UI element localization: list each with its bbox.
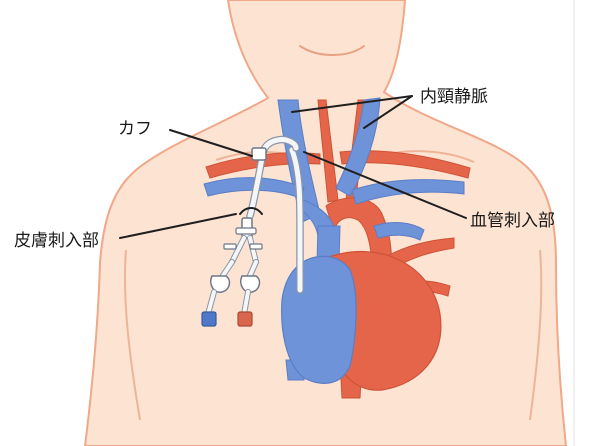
- cap-blue-icon: [201, 311, 217, 327]
- heart-right-side: [281, 255, 357, 384]
- label-cuff: カフ: [118, 119, 152, 139]
- labels: 内頸静脈 カフ 皮膚刺入部 血管刺入部: [14, 87, 555, 251]
- catheter-external: [201, 147, 267, 327]
- right-branch-vein: [373, 222, 425, 241]
- cap-red-icon: [237, 311, 253, 327]
- label-vessel-entry: 血管刺入部: [470, 211, 555, 231]
- label-skin-entry: 皮膚刺入部: [14, 231, 99, 251]
- leader-lines: [119, 95, 467, 239]
- skin-entry-mark-icon: [239, 207, 263, 215]
- lumen-2: [248, 236, 258, 264]
- left-arm-line: [123, 249, 141, 421]
- connector-right-icon: [240, 275, 261, 293]
- clamp-right-icon: [249, 243, 263, 250]
- external-tube: [247, 155, 265, 219]
- clamp-top-icon: [235, 227, 257, 235]
- right-arm-line: [529, 249, 543, 421]
- right-subclavian-vein: [351, 179, 465, 205]
- lumen-1: [230, 236, 246, 264]
- right-internal-jugular-vein: [335, 97, 381, 197]
- leader-jugular-left: [291, 95, 413, 113]
- right-subclavian-artery: [339, 150, 471, 179]
- heart: [281, 250, 442, 391]
- catheter-tube: [289, 147, 303, 293]
- leader-vessel-entry: [303, 151, 467, 219]
- leader-skin-entry: [119, 213, 237, 239]
- clamp-left-icon: [223, 243, 237, 250]
- connector-left-icon: [210, 275, 231, 293]
- label-jugular-vein: 内頸静脈: [420, 87, 488, 107]
- leader-cuff: [169, 129, 253, 157]
- cuff-icon: [251, 147, 267, 161]
- leader-jugular-right: [363, 95, 413, 129]
- chin-line: [299, 45, 365, 56]
